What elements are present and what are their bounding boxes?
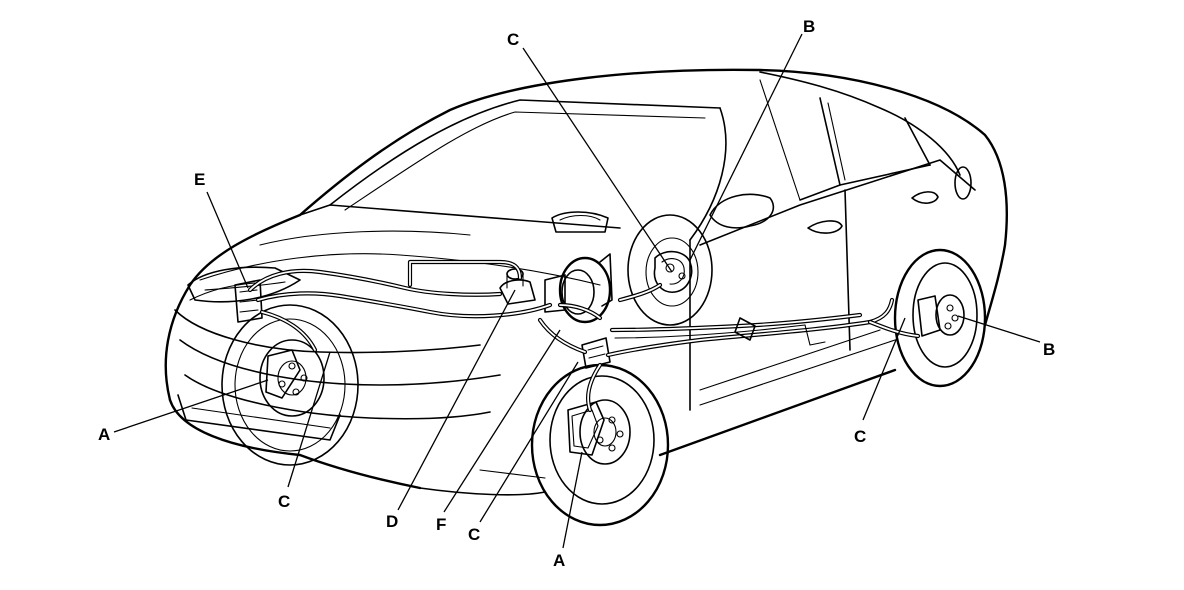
leader-e-left bbox=[206, 191, 249, 289]
leader-c-left bbox=[287, 351, 331, 488]
leader-a-left bbox=[113, 379, 269, 433]
brake-lines bbox=[247, 259, 921, 413]
leader-d-bottom bbox=[397, 289, 516, 511]
rear-right-wheel bbox=[893, 248, 987, 388]
callout-f-bottom: F bbox=[436, 515, 446, 534]
leader-b-top bbox=[689, 33, 803, 261]
callout-c-top: C bbox=[507, 30, 519, 49]
front-left-wheel bbox=[221, 304, 359, 466]
car-body-outline bbox=[164, 68, 1008, 496]
callout-a-bottom: A bbox=[553, 551, 565, 570]
callout-e-left: E bbox=[194, 170, 205, 189]
leader-c-top bbox=[522, 47, 673, 273]
leader-f-bottom bbox=[443, 329, 561, 513]
callout-c-right: C bbox=[854, 427, 866, 446]
brake-booster-master-cylinder bbox=[499, 253, 613, 324]
front-right-wheel bbox=[530, 363, 670, 527]
leader-a-bottom bbox=[562, 451, 583, 549]
callout-c-left: C bbox=[278, 492, 290, 511]
leader-b-right bbox=[957, 315, 1041, 343]
callout-c-bottom: C bbox=[468, 525, 480, 544]
leader-c-right bbox=[862, 317, 906, 421]
rear-left-brake-drum bbox=[627, 214, 713, 326]
callout-d-bottom: D bbox=[386, 512, 398, 531]
callout-b-top: B bbox=[803, 17, 815, 36]
callout-b-right: B bbox=[1043, 340, 1055, 359]
callout-labels: C B E B A C C D F C A bbox=[98, 17, 1055, 570]
leader-lines bbox=[113, 33, 1041, 549]
leader-c-bottom bbox=[479, 361, 579, 523]
callout-a-left: A bbox=[98, 425, 110, 444]
proportioning-valve bbox=[581, 337, 611, 369]
